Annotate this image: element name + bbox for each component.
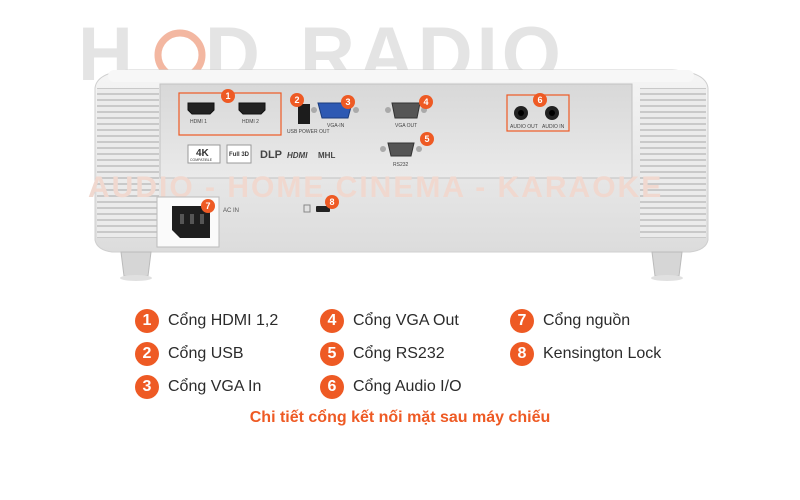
legend-number-badge: 3 [135,375,159,399]
legend-item-power: 7 Cổng nguồn [510,308,630,334]
hdmi1-port: HDMI 1 [187,102,215,125]
caption: Chi tiết cổng kết nối mặt sau máy chiếu [249,409,551,426]
audio-in-jack: AUDIO IN [542,106,565,130]
logo-4k: 4K [196,148,210,159]
legend-label: Cổng VGA In [168,378,262,395]
legend-label: Cổng HDMI 1,2 [168,312,279,329]
rs232-port: RS232 [380,142,422,168]
svg-text:AUDIO OUT: AUDIO OUT [510,124,538,130]
certification-logos: 4K COMPATIBLE Full 3D DLP HDMI MHL [187,144,335,164]
port-legend: 1 Cổng HDMI 1,2 2 Cổng USB 3 Cổng VGA In… [0,300,800,500]
marker-4: 4 [419,95,433,109]
svg-text:5: 5 [424,134,429,144]
left-foot [120,251,152,277]
legend-label: Cổng USB [168,345,244,362]
vga-out-port: VGA OUT [385,102,427,129]
svg-text:2: 2 [294,95,299,105]
hdmi2-port: HDMI 2 [238,102,266,125]
legend-item-vga-in: 3 Cổng VGA In [135,374,261,400]
legend-item-usb: 2 Cổng USB [135,341,244,367]
marker-3: 3 [341,95,355,109]
logo-hdmi: HDMI [287,151,308,160]
marker-1: 1 [221,89,235,103]
svg-text:VGA OUT: VGA OUT [395,123,417,129]
left-vent [97,88,159,238]
right-foot [651,251,683,277]
marker-8: 8 [325,195,339,209]
svg-text:USB POWER OUT: USB POWER OUT [287,129,330,135]
svg-text:AC IN: AC IN [223,208,239,214]
marker-5: 5 [420,132,434,146]
usb-port: USB POWER OUT [287,104,330,135]
logo-full3d: Full 3D [229,152,250,158]
legend-item-vga-out: 4 Cổng VGA Out [320,308,459,334]
legend-label: Cổng nguồn [543,312,631,329]
svg-text:8: 8 [329,197,334,207]
kensington-lock-slot [303,204,330,213]
logo-mhl: MHL [318,151,335,160]
legend-label: Cổng VGA Out [353,312,459,329]
legend-number-badge: 8 [510,342,534,366]
svg-text:VGA-IN: VGA-IN [327,123,345,129]
svg-text:HDMI 2: HDMI 2 [242,119,259,125]
svg-text:3: 3 [345,97,350,107]
legend-label: Kensington Lock [543,345,662,362]
legend-number-badge: 7 [510,309,534,333]
audio-out-jack: AUDIO OUT [510,106,538,130]
svg-text:4: 4 [423,97,428,107]
legend-item-audio: 6 Cổng Audio I/O [320,374,462,400]
svg-text:AUDIO IN: AUDIO IN [542,124,565,130]
legend-number-badge: 5 [320,342,344,366]
legend-number-badge: 4 [320,309,344,333]
marker-2: 2 [290,93,304,107]
right-vent [640,88,706,238]
legend-item-kensington: 8 Kensington Lock [510,341,661,367]
marker-6: 6 [533,93,547,107]
svg-text:1: 1 [225,91,230,101]
legend-number-badge: 1 [135,309,159,333]
svg-text:7: 7 [205,201,210,211]
svg-text:HDMI 1: HDMI 1 [190,119,207,125]
marker-7: 7 [201,199,215,213]
legend-number-badge: 6 [320,375,344,399]
legend-item-hdmi: 1 Cổng HDMI 1,2 [135,308,278,334]
legend-item-rs232: 5 Cổng RS232 [320,341,445,367]
logo-dlp: DLP [260,149,282,161]
legend-number-badge: 2 [135,342,159,366]
legend-label: Cổng Audio I/O [353,378,462,395]
projector-rear-photo: H D RADIO HDMI 1 HDMI 2 USB POWER OUT VG… [78,12,709,281]
svg-text:RS232: RS232 [393,162,409,168]
legend-label: Cổng RS232 [353,345,445,362]
svg-text:6: 6 [537,95,542,105]
logo-4k-sub: COMPATIBLE [190,158,213,162]
